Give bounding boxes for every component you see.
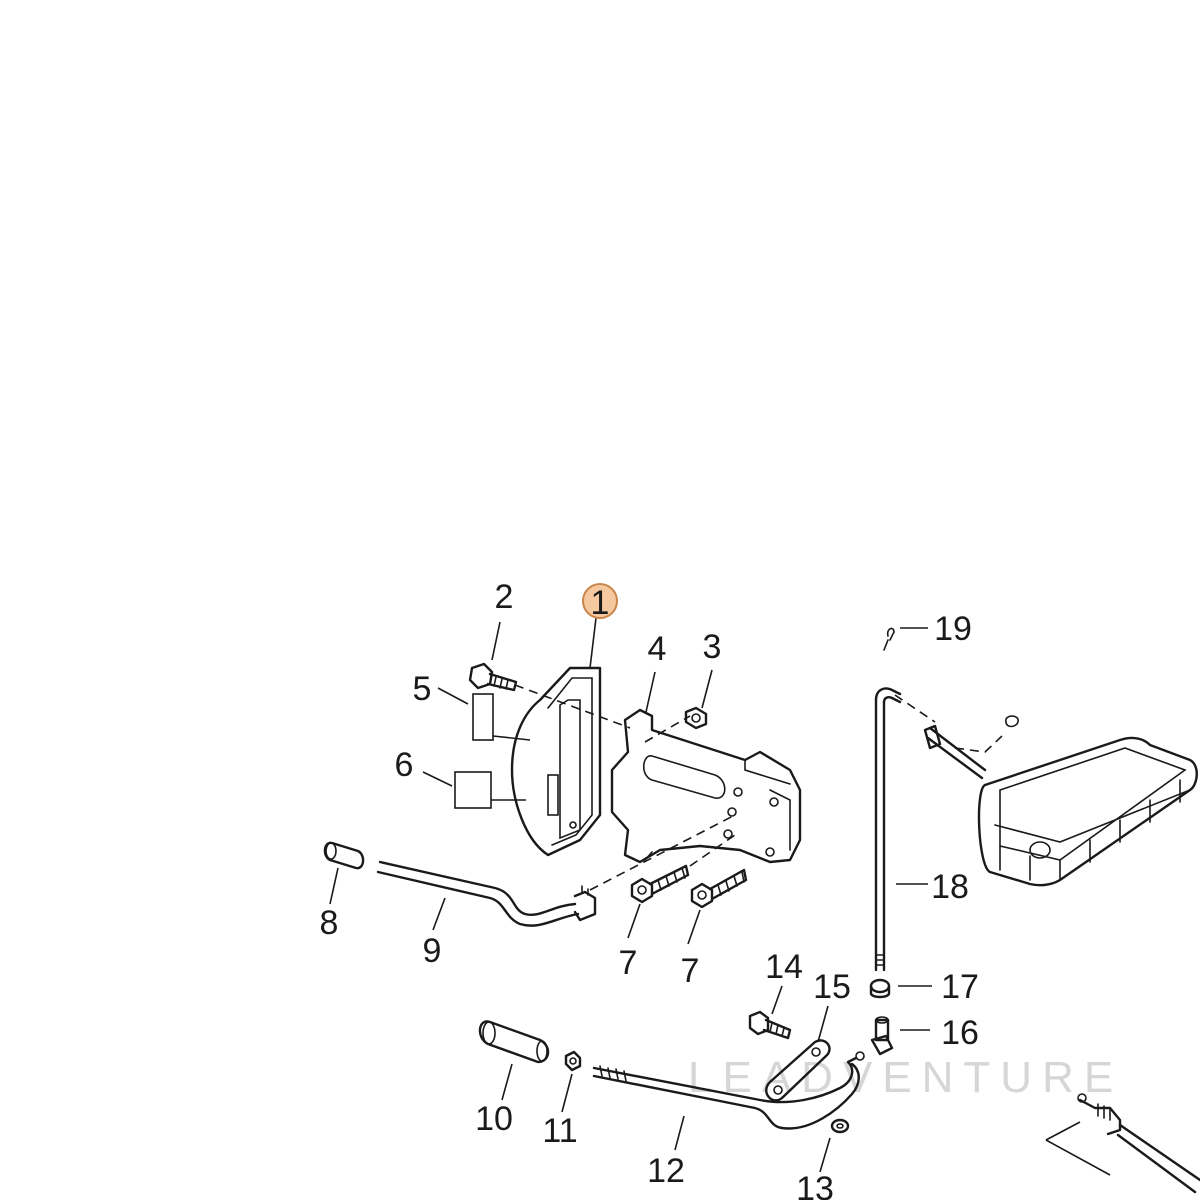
assembly-line-rod xyxy=(894,694,936,723)
assembly-line-screw-a xyxy=(689,834,736,867)
leader-8 xyxy=(329,867,339,905)
throttle-cable xyxy=(1045,1093,1200,1194)
part-5-label[interactable] xyxy=(472,693,494,741)
part-6-label[interactable] xyxy=(454,771,492,809)
part-18-long-rod[interactable] xyxy=(874,687,902,972)
part-7b-screw[interactable] xyxy=(690,868,748,909)
callout-8[interactable]: 8 xyxy=(320,904,339,942)
choke-shaft xyxy=(923,715,1019,780)
part-3-nut[interactable] xyxy=(684,706,708,730)
callout-15[interactable]: 15 xyxy=(813,968,851,1006)
callout-1-highlight[interactable] xyxy=(582,583,618,619)
part-14-bolt[interactable] xyxy=(748,1010,792,1040)
callout-9[interactable]: 9 xyxy=(423,932,442,970)
leader-10 xyxy=(501,1063,513,1101)
leader-3 xyxy=(701,669,713,709)
leader-15 xyxy=(817,1005,829,1043)
callout-7b[interactable]: 7 xyxy=(681,952,700,990)
part-1-handle-grip[interactable] xyxy=(510,666,602,857)
leader-11 xyxy=(561,1073,573,1113)
callout-5[interactable]: 5 xyxy=(413,670,432,708)
assembly-line-nut xyxy=(644,715,691,743)
leader-4 xyxy=(645,671,656,713)
callout-12[interactable]: 12 xyxy=(647,1152,685,1190)
watermark-text: LEADVENTURE xyxy=(688,1053,1123,1102)
part-9-lever-rod[interactable] xyxy=(376,860,597,927)
part-12-link-rod[interactable] xyxy=(592,1051,865,1130)
carburetor-assembly xyxy=(977,736,1198,887)
callout-19[interactable]: 19 xyxy=(934,610,972,648)
callout-7a[interactable]: 7 xyxy=(619,944,638,982)
callout-10[interactable]: 10 xyxy=(475,1100,513,1138)
leader-2 xyxy=(491,621,501,661)
callout-16[interactable]: 16 xyxy=(941,1014,979,1052)
part-2-bolt[interactable] xyxy=(468,662,518,692)
callout-3[interactable]: 3 xyxy=(703,628,722,666)
part-7a-screw[interactable] xyxy=(630,864,690,904)
callout-18[interactable]: 18 xyxy=(931,868,969,906)
part-10-knob[interactable] xyxy=(478,1020,550,1064)
leader-13 xyxy=(819,1137,831,1173)
assembly-line-lever xyxy=(589,814,736,891)
callout-11[interactable]: 11 xyxy=(542,1112,577,1150)
callout-6[interactable]: 6 xyxy=(395,746,414,784)
leader-9 xyxy=(432,897,446,931)
part-13-washer[interactable] xyxy=(830,1118,850,1134)
part-19-clip[interactable] xyxy=(883,627,895,651)
part-4-bracket[interactable] xyxy=(610,708,802,864)
callout-13[interactable]: 13 xyxy=(796,1170,834,1200)
callout-1[interactable]: 1 xyxy=(591,584,610,622)
assembly-line-bolt xyxy=(514,684,631,729)
part-8-grip-cap[interactable] xyxy=(323,841,365,870)
leader-14 xyxy=(771,985,783,1015)
leader-6 xyxy=(422,771,526,801)
part-15-plate[interactable] xyxy=(765,1039,831,1102)
leader-12 xyxy=(674,1115,685,1151)
callout-17[interactable]: 17 xyxy=(941,968,979,1006)
callout-14[interactable]: 14 xyxy=(765,948,803,986)
leader-7a xyxy=(627,903,641,939)
part-16-swivel[interactable] xyxy=(870,1016,894,1056)
leader-7b xyxy=(687,909,701,945)
callout-4[interactable]: 4 xyxy=(648,630,667,668)
leader-1 xyxy=(589,617,597,669)
part-11-nut[interactable] xyxy=(564,1050,582,1072)
leader-5 xyxy=(437,687,531,741)
callout-2[interactable]: 2 xyxy=(495,578,514,616)
part-17-grommet[interactable] xyxy=(869,978,891,999)
